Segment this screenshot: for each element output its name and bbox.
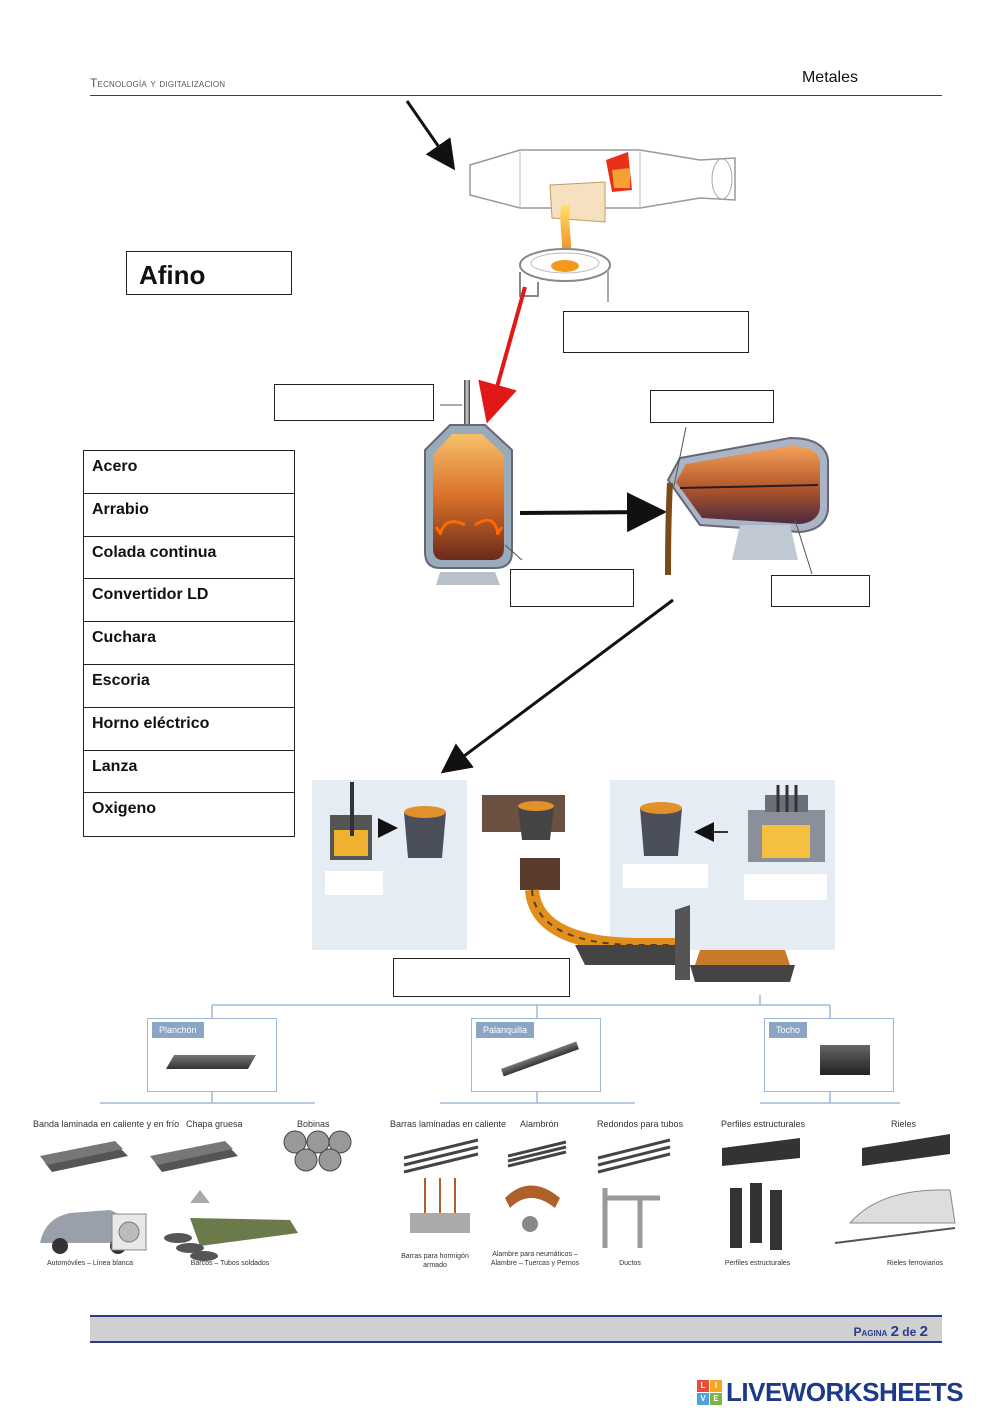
product-group-tocho: Tocho	[764, 1018, 894, 1092]
process-arrow-red	[478, 286, 527, 424]
liveworksheets-logo: L I V E LIVEWORKSHEETS	[697, 1376, 964, 1407]
word-bank: Acero Arrabio Colada continua Convertido…	[83, 450, 295, 838]
document-header-topic: Metales	[801, 69, 858, 86]
product-item-label: Perfiles estructurales	[721, 1119, 806, 1129]
word-bank-item[interactable]: Colada continua	[84, 537, 294, 580]
answer-box[interactable]	[325, 871, 383, 895]
header-divider	[90, 95, 942, 96]
word-bank-item[interactable]: Acero	[84, 451, 294, 494]
product-item-label: Alambrón	[520, 1119, 559, 1129]
product-item-label: Chapa gruesa	[186, 1119, 243, 1129]
torpedo-ladle-illustration	[469, 149, 736, 302]
bloom-image	[820, 1045, 870, 1075]
product-item-label: Banda laminada en caliente y en frío	[33, 1119, 180, 1129]
product-group-tag: Planchón	[152, 1022, 204, 1038]
use-caption: Barcos – Tubos soldados	[190, 1260, 270, 1267]
slab-image	[165, 1055, 257, 1069]
answer-box[interactable]	[393, 958, 570, 997]
use-caption: Rieles ferroviarios	[886, 1260, 944, 1267]
process-arrow	[405, 100, 456, 171]
continuous-casting-illustration	[330, 782, 825, 982]
footer-divider	[90, 1315, 942, 1317]
answer-box[interactable]	[650, 390, 774, 423]
product-tree-lines	[100, 995, 900, 1104]
answer-box[interactable]	[563, 311, 749, 353]
product-item-label: Redondos para tubos	[597, 1119, 684, 1129]
page-number: Pagina 2 de 2	[853, 1323, 928, 1340]
word-bank-item[interactable]: Escoria	[84, 665, 294, 708]
answer-box[interactable]	[510, 569, 634, 607]
use-caption: Automóviles – Línea blanca	[47, 1260, 133, 1267]
use-caption: Alambre para neumáticos – Alambre – Tuer…	[490, 1251, 580, 1267]
billet-image	[501, 1041, 579, 1077]
footer-band	[90, 1317, 942, 1341]
product-items-illustration	[40, 1130, 956, 1261]
casting-panel-left	[312, 780, 467, 950]
steelmaking-process-diagram	[312, 100, 835, 982]
word-bank-item[interactable]: Lanza	[84, 751, 294, 794]
footer-divider	[90, 1341, 942, 1343]
word-bank-item[interactable]: Arrabio	[84, 494, 294, 537]
product-item-label: Barras laminadas en caliente	[390, 1119, 507, 1129]
product-group-tag: Tocho	[769, 1022, 808, 1038]
product-group-tag: Palanquilla	[476, 1022, 535, 1038]
product-item-label: Bobinas	[297, 1119, 330, 1129]
process-arrow	[519, 492, 667, 533]
word-bank-item[interactable]: Convertidor LD	[84, 579, 294, 623]
use-caption: Perfiles estructurales	[724, 1260, 791, 1267]
process-arrow	[440, 598, 674, 774]
use-caption: Barras para hormigón armado	[401, 1253, 469, 1269]
answer-box[interactable]	[771, 575, 870, 607]
document-header-subject: Tecnología y digitalizacion	[90, 76, 226, 90]
brand-name: LIVEWORKSHEETS	[726, 1376, 964, 1407]
product-group-palanquilla: Palanquilla	[471, 1018, 601, 1092]
word-bank-item[interactable]: Horno eléctrico	[84, 708, 294, 751]
answer-box[interactable]	[744, 874, 827, 900]
ld-converter-illustration	[424, 380, 523, 585]
word-bank-item[interactable]: Oxigeno	[92, 800, 157, 818]
word-bank-item[interactable]: Cuchara	[84, 622, 294, 665]
section-title-box: Afino	[126, 251, 292, 295]
answer-box[interactable]	[274, 384, 434, 421]
answer-box[interactable]	[623, 864, 708, 888]
product-item-label: Rieles	[891, 1119, 917, 1129]
product-group-planchon: Planchón	[147, 1018, 277, 1092]
use-caption: Ductos	[619, 1260, 641, 1267]
logo-mark: L I V E	[697, 1379, 722, 1405]
pouring-ladle-illustration	[665, 426, 829, 576]
